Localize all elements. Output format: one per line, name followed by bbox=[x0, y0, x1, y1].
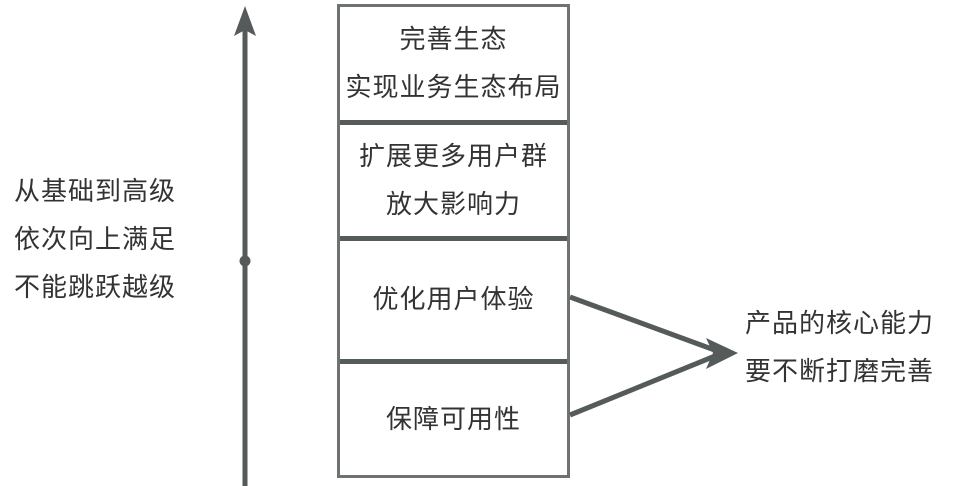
upward-arrow-icon bbox=[234, 6, 256, 486]
level-box-line: 实现业务生态布局 bbox=[345, 72, 562, 103]
axis-node-dot bbox=[239, 255, 251, 267]
right-annotation: 产品的核心能力 要不断打磨完善 bbox=[745, 300, 955, 396]
level-box-expand-users[interactable]: 扩展更多用户群 放大影响力 bbox=[340, 125, 567, 241]
level-stack: 完善生态 实现业务生态布局 扩展更多用户群 放大影响力 优化用户体验 保障可用性 bbox=[337, 4, 570, 478]
left-annotation-line-3: 不能跳跃越级 bbox=[14, 273, 177, 303]
left-annotation-line-2: 依次向上满足 bbox=[14, 225, 177, 255]
level-box-line: 优化用户体验 bbox=[372, 285, 535, 315]
converging-arrow-icon bbox=[569, 294, 738, 418]
converging-connector-arrow bbox=[560, 280, 760, 440]
right-annotation-line-2: 要不断打磨完善 bbox=[745, 357, 935, 387]
level-box-complete-ecosystem[interactable]: 完善生态 实现业务生态布局 bbox=[340, 7, 567, 125]
level-box-line: 完善生态 bbox=[399, 24, 508, 55]
level-box-line: 放大影响力 bbox=[385, 189, 521, 220]
level-box-optimize-experience[interactable]: 优化用户体验 bbox=[340, 241, 567, 364]
upward-axis-arrow bbox=[215, 0, 277, 486]
level-box-line: 保障可用性 bbox=[385, 404, 521, 435]
level-box-ensure-availability[interactable]: 保障可用性 bbox=[340, 364, 567, 475]
right-annotation-line-1: 产品的核心能力 bbox=[745, 309, 935, 339]
left-annotation: 从基础到高级 依次向上满足 不能跳跃越级 bbox=[14, 168, 224, 312]
left-annotation-line-1: 从基础到高级 bbox=[14, 177, 177, 207]
level-box-line: 扩展更多用户群 bbox=[358, 141, 548, 172]
